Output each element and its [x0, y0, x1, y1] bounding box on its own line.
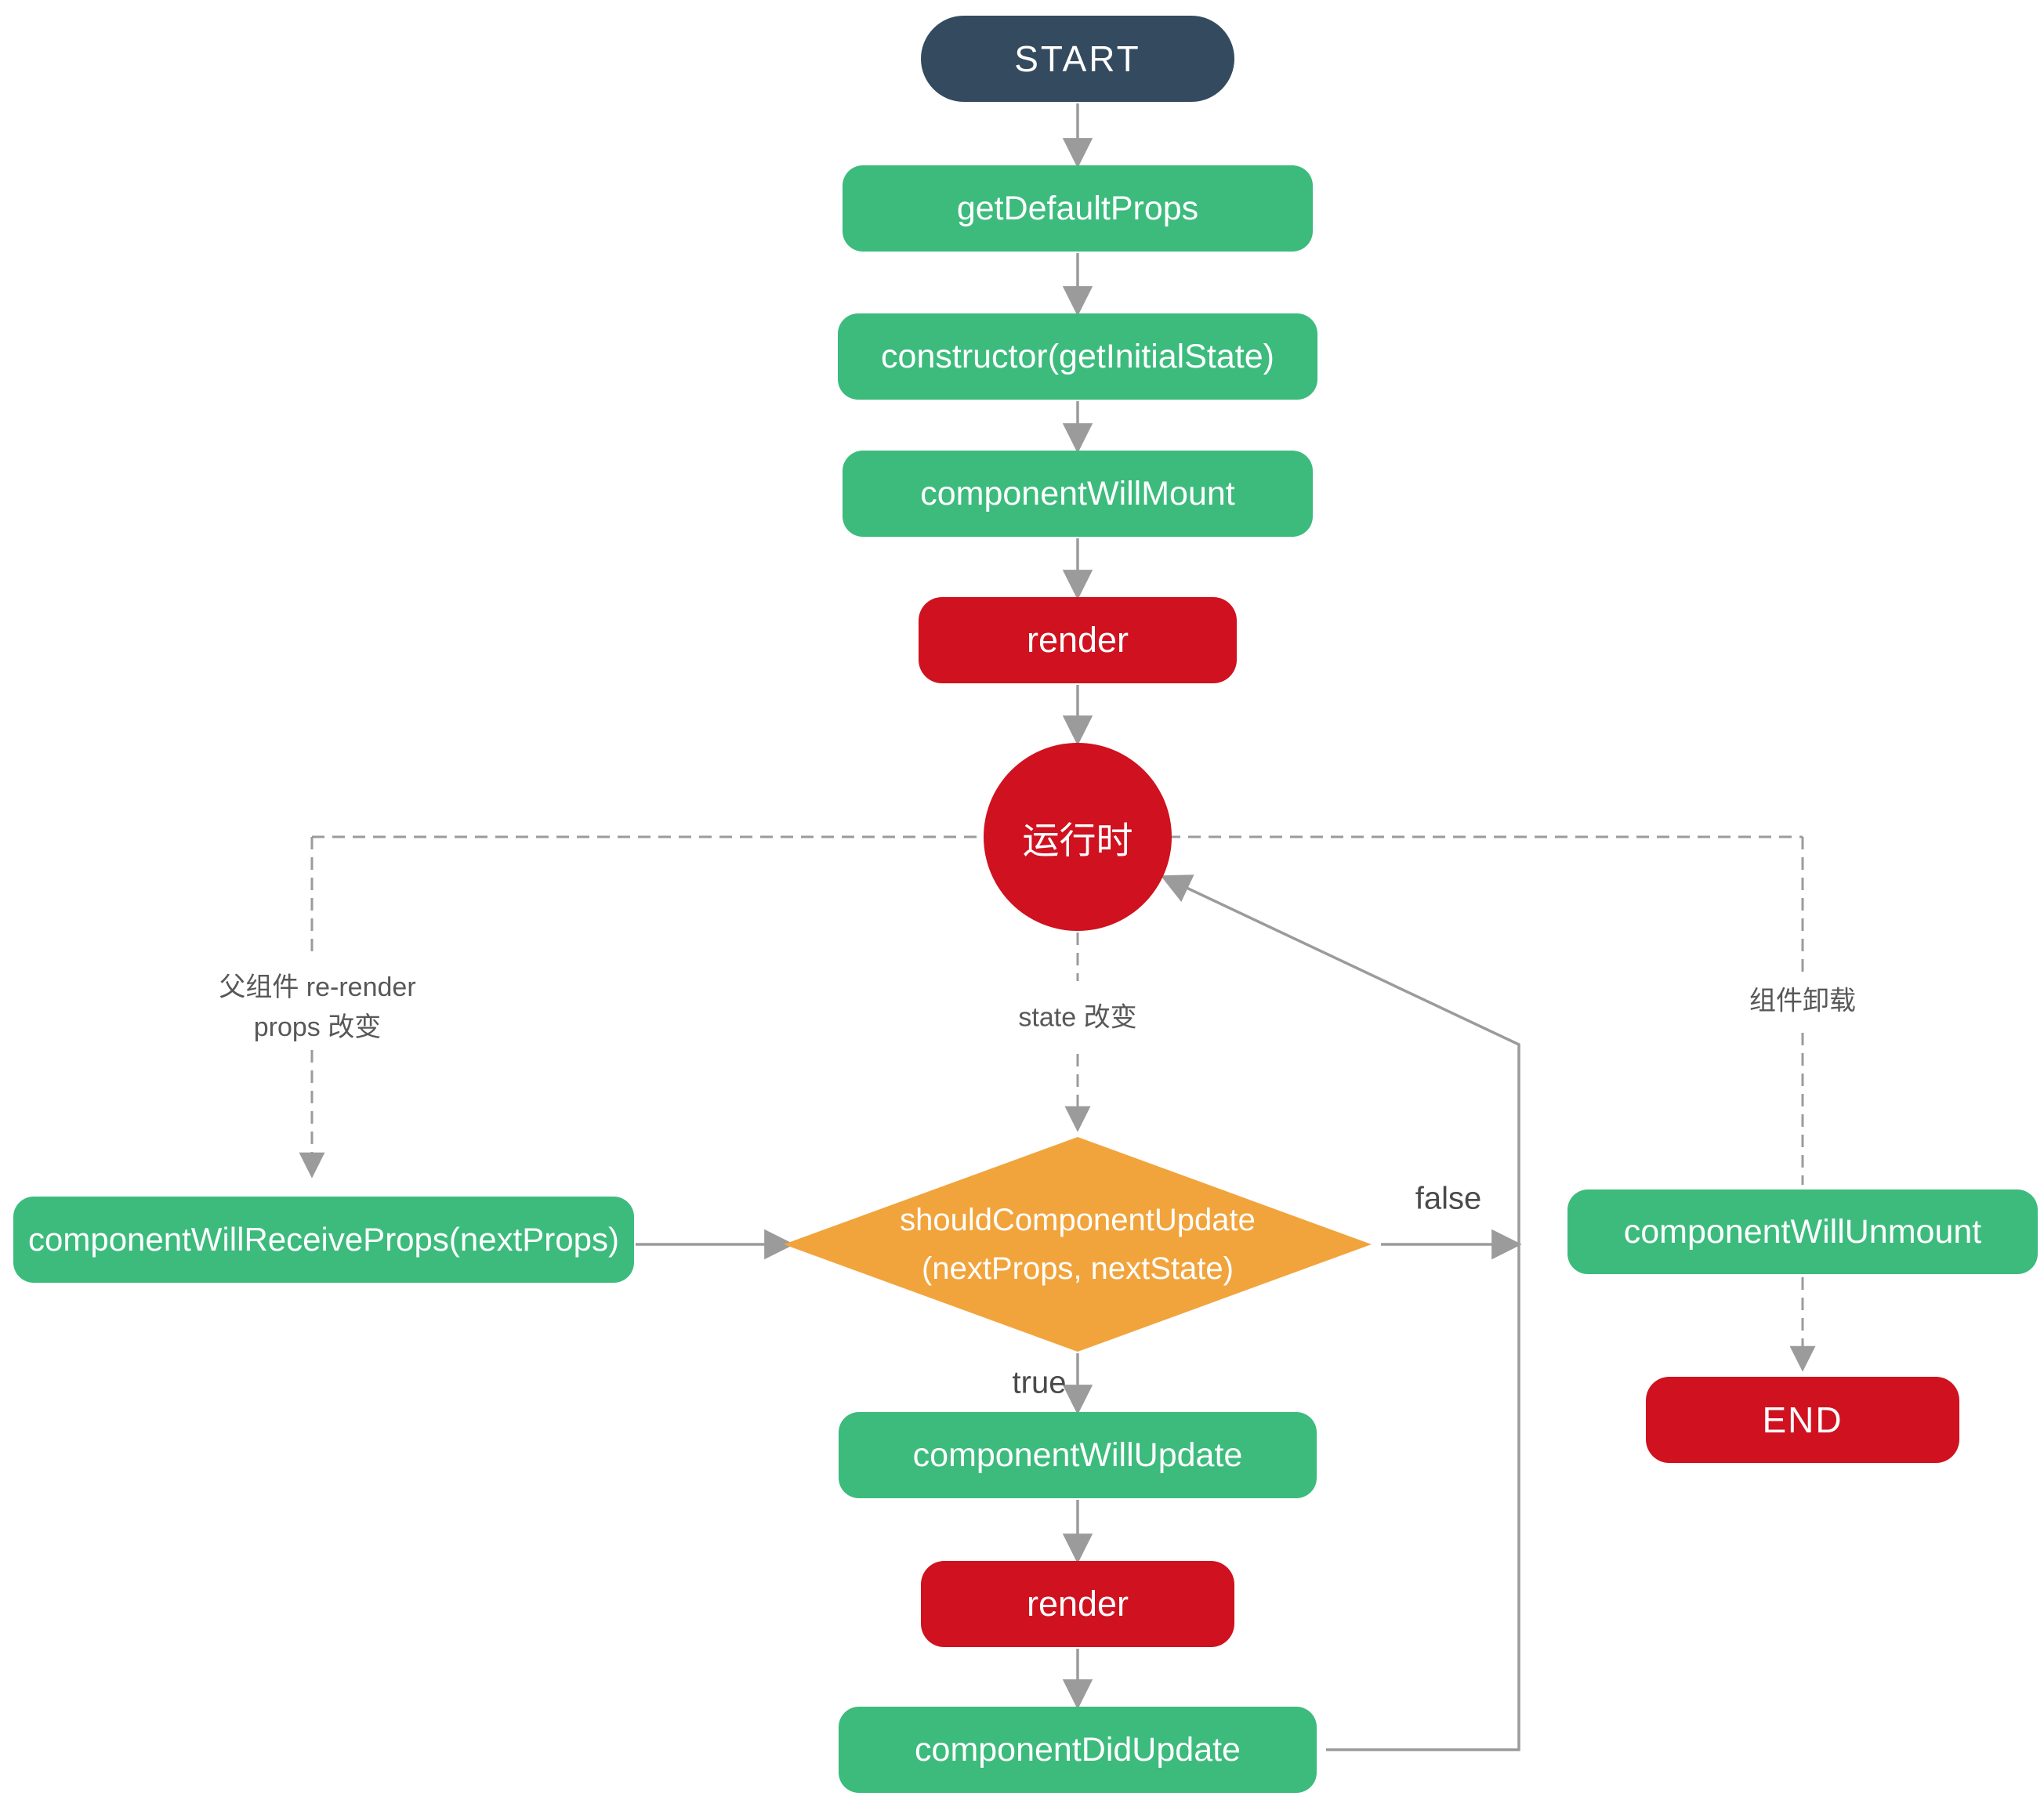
label-unmount: 组件卸载 [1749, 986, 1856, 1016]
node-component-will-update: componentWillUpdate [839, 1412, 1317, 1498]
label-false-branch: false [1415, 1181, 1482, 1216]
edge-loop-back-to-runtime [1160, 874, 1520, 1751]
label-true-branch: true [1012, 1365, 1067, 1400]
node-component-will-unmount: componentWillUnmount [1567, 1189, 2038, 1274]
node-component-will-receive-props: componentWillReceiveProps(nextProps) [13, 1197, 634, 1283]
label-parent-rerender-line2: props 改变 [253, 1012, 382, 1042]
label-parent-rerender-line1: 父组件 re-render [219, 972, 416, 1002]
node-get-default-props: getDefaultProps [843, 165, 1313, 252]
node-component-did-update: componentDidUpdate [839, 1707, 1317, 1793]
node-start: START [921, 16, 1234, 102]
node-runtime-circle: 运行时 [984, 743, 1172, 931]
diamond-label-line1: shouldComponentUpdate [900, 1203, 1256, 1237]
node-render-mount: render [919, 597, 1237, 683]
diamond-label-line2: (nextProps, nextState) [922, 1251, 1234, 1286]
label-parent-rerender: 父组件 re-render props 改变 [219, 968, 415, 1048]
node-render-update: render [921, 1561, 1234, 1647]
node-end: END [1646, 1377, 1959, 1463]
label-state-change: state 改变 [1018, 1002, 1137, 1033]
node-component-will-mount: componentWillMount [843, 451, 1313, 537]
node-constructor: constructor(getInitialState) [838, 313, 1317, 400]
